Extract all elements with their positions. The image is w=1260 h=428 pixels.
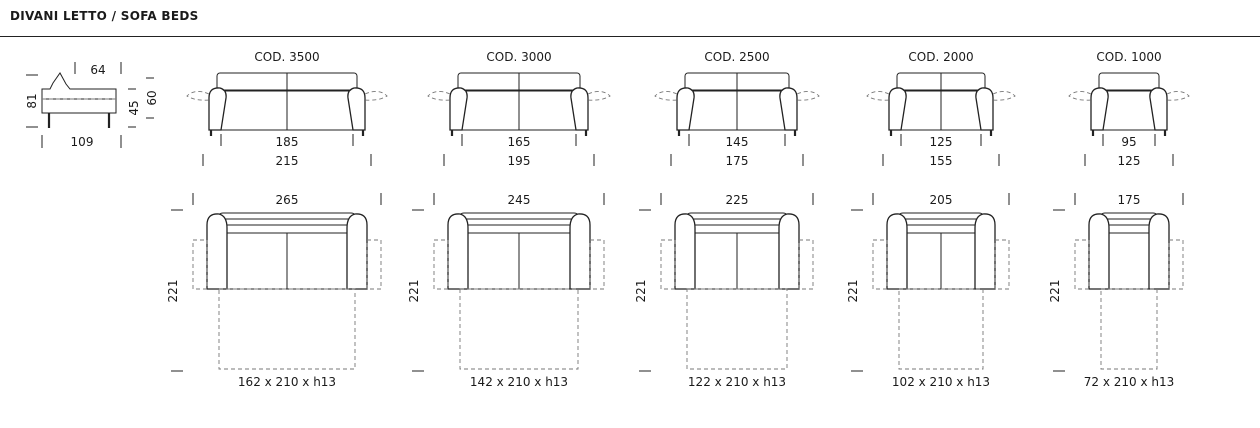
plan-arm-left — [206, 213, 228, 290]
side-depth-label: 64 — [90, 63, 105, 77]
plan-arm-right-open — [798, 239, 814, 290]
front-arm-right — [1149, 87, 1168, 131]
front-arm-left — [676, 87, 695, 131]
plan-backrest — [896, 212, 986, 234]
plan-arm-left — [447, 213, 469, 290]
plan-arm-left — [1088, 213, 1110, 290]
model-2: COD. 3000 165 195 245 221 142 x 210 x h13 — [407, 50, 611, 389]
title-divider — [0, 36, 1260, 37]
plan-arm-left — [674, 213, 696, 290]
plan-backrest — [457, 212, 581, 234]
side-view: 64 81 45 60 109 — [25, 62, 159, 149]
front-seat — [1102, 89, 1156, 131]
plan-arm-left-open — [192, 239, 208, 290]
page-title: DIVANI LETTO / SOFA BEDS — [10, 9, 199, 23]
seat-width-label: 145 — [726, 135, 749, 149]
front-arm-left — [1090, 87, 1109, 131]
open-width-label: 265 — [276, 193, 299, 207]
overall-width-label: 215 — [276, 154, 299, 168]
plan-arm-left-open — [433, 239, 449, 290]
front-arm-right-reclined — [796, 91, 820, 101]
front-arm-right — [975, 87, 994, 131]
open-width-label: 225 — [726, 193, 749, 207]
plan-arm-left — [886, 213, 908, 290]
open-depth-label: 221 — [166, 280, 180, 303]
front-arm-left-reclined — [866, 91, 890, 101]
model-code: COD. 2000 — [908, 50, 973, 64]
plan-arm-right — [974, 213, 996, 290]
open-depth-label: 221 — [634, 280, 648, 303]
overall-width-label: 195 — [508, 154, 531, 168]
model-code: COD. 3000 — [486, 50, 551, 64]
seat-width-label: 185 — [276, 135, 299, 149]
plan-mattress-outline — [898, 288, 984, 370]
seat-width-label: 125 — [930, 135, 953, 149]
plan-arm-right-open — [1168, 239, 1184, 290]
front-arm-right-reclined — [364, 91, 388, 101]
plan-mattress-outline — [459, 288, 579, 370]
plan-arm-right-open — [994, 239, 1010, 290]
plan-arm-left-open — [872, 239, 888, 290]
plan-mattress-outline — [1100, 288, 1158, 370]
side-total-depth-label: 109 — [71, 135, 94, 149]
front-arm-right-reclined — [992, 91, 1016, 101]
plan-backrest — [216, 212, 358, 234]
front-arm-right — [570, 87, 589, 131]
model-4: COD. 2000 125 155 205 221 102 x 210 x h13 — [846, 50, 1016, 389]
front-backrest — [1098, 72, 1160, 92]
side-height-label: 81 — [25, 93, 39, 108]
model-code: COD. 2500 — [704, 50, 769, 64]
open-depth-label: 221 — [407, 280, 421, 303]
plan-mattress-outline — [218, 288, 356, 370]
seat-width-label: 165 — [508, 135, 531, 149]
model-1: COD. 3500 185 215 265 221 162 x 210 x h13 — [166, 50, 388, 389]
front-arm-right-reclined — [587, 91, 611, 101]
open-depth-label: 221 — [1048, 280, 1062, 303]
plan-arm-right — [778, 213, 800, 290]
seat-width-label: 95 — [1121, 135, 1136, 149]
mattress-size-label: 122 x 210 x h13 — [688, 375, 786, 389]
overall-width-label: 125 — [1118, 154, 1141, 168]
mattress-size-label: 102 x 210 x h13 — [892, 375, 990, 389]
plan-arm-left-open — [660, 239, 676, 290]
front-arm-right-reclined — [1166, 91, 1190, 101]
open-width-label: 205 — [930, 193, 953, 207]
front-arm-left-reclined — [186, 91, 210, 101]
front-arm-left-reclined — [427, 91, 451, 101]
plan-arm-right — [346, 213, 368, 290]
model-code: COD. 3500 — [254, 50, 319, 64]
open-width-label: 175 — [1118, 193, 1141, 207]
side-arm-height-label: 60 — [145, 90, 159, 105]
plan-backrest — [684, 212, 790, 234]
plan-arm-right-open — [366, 239, 382, 290]
model-5: COD. 1000 95 125 175 221 72 x 210 x h13 — [1048, 50, 1190, 389]
front-arm-left — [449, 87, 468, 131]
overall-width-label: 155 — [930, 154, 953, 168]
front-arm-right — [779, 87, 798, 131]
plan-mattress-outline — [686, 288, 788, 370]
mattress-size-label: 142 x 210 x h13 — [470, 375, 568, 389]
plan-arm-right-open — [589, 239, 605, 290]
model-code: COD. 1000 — [1096, 50, 1161, 64]
mattress-size-label: 72 x 210 x h13 — [1084, 375, 1175, 389]
front-arm-left — [208, 87, 227, 131]
overall-width-label: 175 — [726, 154, 749, 168]
front-arm-left-reclined — [1068, 91, 1092, 101]
mattress-size-label: 162 x 210 x h13 — [238, 375, 336, 389]
front-arm-left — [888, 87, 907, 131]
open-width-label: 245 — [508, 193, 531, 207]
side-seat-height-label: 45 — [127, 100, 141, 115]
front-arm-left-reclined — [654, 91, 678, 101]
model-3: COD. 2500 145 175 225 221 122 x 210 x h13 — [634, 50, 820, 389]
plan-arm-right — [569, 213, 591, 290]
front-arm-right — [347, 87, 366, 131]
plan-arm-left-open — [1074, 239, 1090, 290]
open-depth-label: 221 — [846, 280, 860, 303]
plan-arm-right — [1148, 213, 1170, 290]
